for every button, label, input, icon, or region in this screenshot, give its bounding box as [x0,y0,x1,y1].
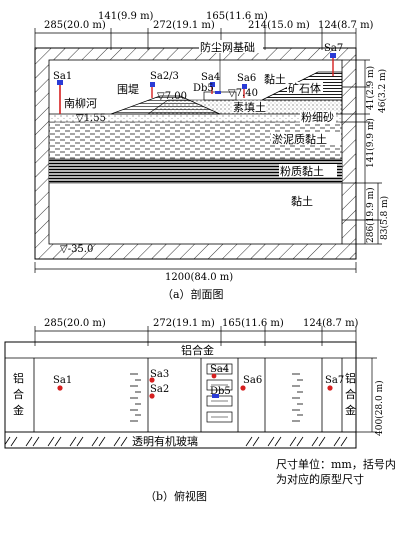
plan-sensor-sa3 [149,377,155,383]
plan-sensor-sa2 [149,393,155,399]
label-silty-sand: 粉细砂 [301,111,334,124]
label-clay: 黏土 [291,194,313,208]
dim-right-1: 41(2.9 m) [365,66,376,110]
plan-sensor-sa7 [327,385,333,391]
label-water-level: ▽1.55 [76,113,106,124]
plan-dim-top-1: 285(20.0 m) [44,318,106,329]
label-glass: 透明有机玻璃 [132,434,198,448]
layer-silty-sand [49,114,342,122]
label-foundation: 防尘网基础 [200,40,255,54]
note-line-1: 尺寸单位：mm，括号内 [276,457,396,471]
sensor-db5-marker [215,91,221,94]
dim-top-4: 165(11.6 m) [206,11,268,22]
label-embankment-level: ▽7.00 [157,91,187,102]
dim-top-2: 141(9.9 m) [98,11,154,22]
sensor-sa6-label: Sa6 [237,73,256,84]
plan-sensor-sa3-label: Sa3 [150,369,169,380]
label-right-wall-3: 金 [345,403,356,417]
dim-right-4: 286(19.9 m) [365,187,376,243]
label-right-wall-1: 铝 [345,371,356,385]
dim-top-6: 124(8.7 m) [318,20,374,31]
sensor-db5-label: Db5 [193,83,214,94]
sensor-sa6-marker [242,84,247,89]
plan-sensor-sa1-label: Sa1 [53,375,72,386]
dim-right-2: 46(3.2 m) [377,69,388,113]
plan-sensor-sa4-label: Sa4 [210,364,229,375]
plan-dim-top-3: 165(11.6 m) [222,318,284,329]
label-bottom-level: ▽-35.0 [60,244,93,255]
dim-right-5: 83(5.8 m) [379,196,390,240]
label-left-wall-2: 合 [13,387,24,401]
label-left-wall-1: 铝 [13,371,24,385]
sensor-sa1-label: Sa1 [53,71,72,82]
label-left-wall-3: 金 [13,403,24,417]
label-ore: 矿石体 [288,81,321,95]
plan-dim-top-4: 124(8.7 m) [303,318,359,329]
caption-section: （a）剖面图 [162,287,224,301]
embankment [110,95,221,115]
sensor-sa7-label: Sa7 [324,43,343,54]
note-line-2: 为对应的原型尺寸 [276,472,364,486]
label-river: 南柳河 [64,96,97,110]
label-fill: 素填土 [233,100,266,114]
plan-view: 285(20.0 m) 272(19.1 m) 165(11.6 m) 124(… [4,318,396,503]
plan-sensor-sa7-label: Sa7 [325,375,344,386]
dim-top-1: 285(20.0 m) [44,20,106,31]
plan-sensor-sa1 [57,385,63,391]
label-silty-clay: 粉质黏土 [280,164,324,178]
dim-bottom: 1200(84.0 m) [165,272,233,283]
label-right-wall-2: 合 [345,387,356,401]
label-muddy-clay: 淤泥质黏土 [272,132,327,146]
plan-sensor-sa6 [240,385,246,391]
sensor-sa23-label: Sa2/3 [150,71,179,82]
plan-dim-right: 400(28.0 m) [374,380,385,436]
sensor-sa4-marker [210,82,215,87]
sensor-sa1-marker [57,80,63,85]
plan-dim-top-2: 272(19.1 m) [153,318,215,329]
plan-sensor-sa6-label: Sa6 [243,375,262,386]
label-embankment: 围堤 [117,83,139,96]
dim-right-3: 141(9.9 m) [365,118,376,168]
dim-top-5: 214(15.0 m) [248,20,310,31]
section-view: 285(20.0 m) 141(9.9 m) 272(19.1 m) 165(1… [34,11,390,301]
dim-top-3: 272(19.1 m) [153,20,215,31]
sensor-sa4-label: Sa4 [201,72,220,83]
caption-plan: （b）俯视图 [145,489,207,503]
label-top-level: ▽7.40 [228,88,258,99]
plan-sensor-db5-label: Db5 [210,386,231,397]
plan-sensor-db5 [212,394,219,398]
sensor-sa7-marker [330,53,336,58]
label-clay-top: 黏土 [264,72,286,86]
plan-sensor-sa2-label: Sa2 [150,384,169,395]
label-top-wall: 铝合金 [181,343,214,357]
plan-sensor-sa4 [211,373,217,379]
sensor-sa23-marker [150,82,155,87]
